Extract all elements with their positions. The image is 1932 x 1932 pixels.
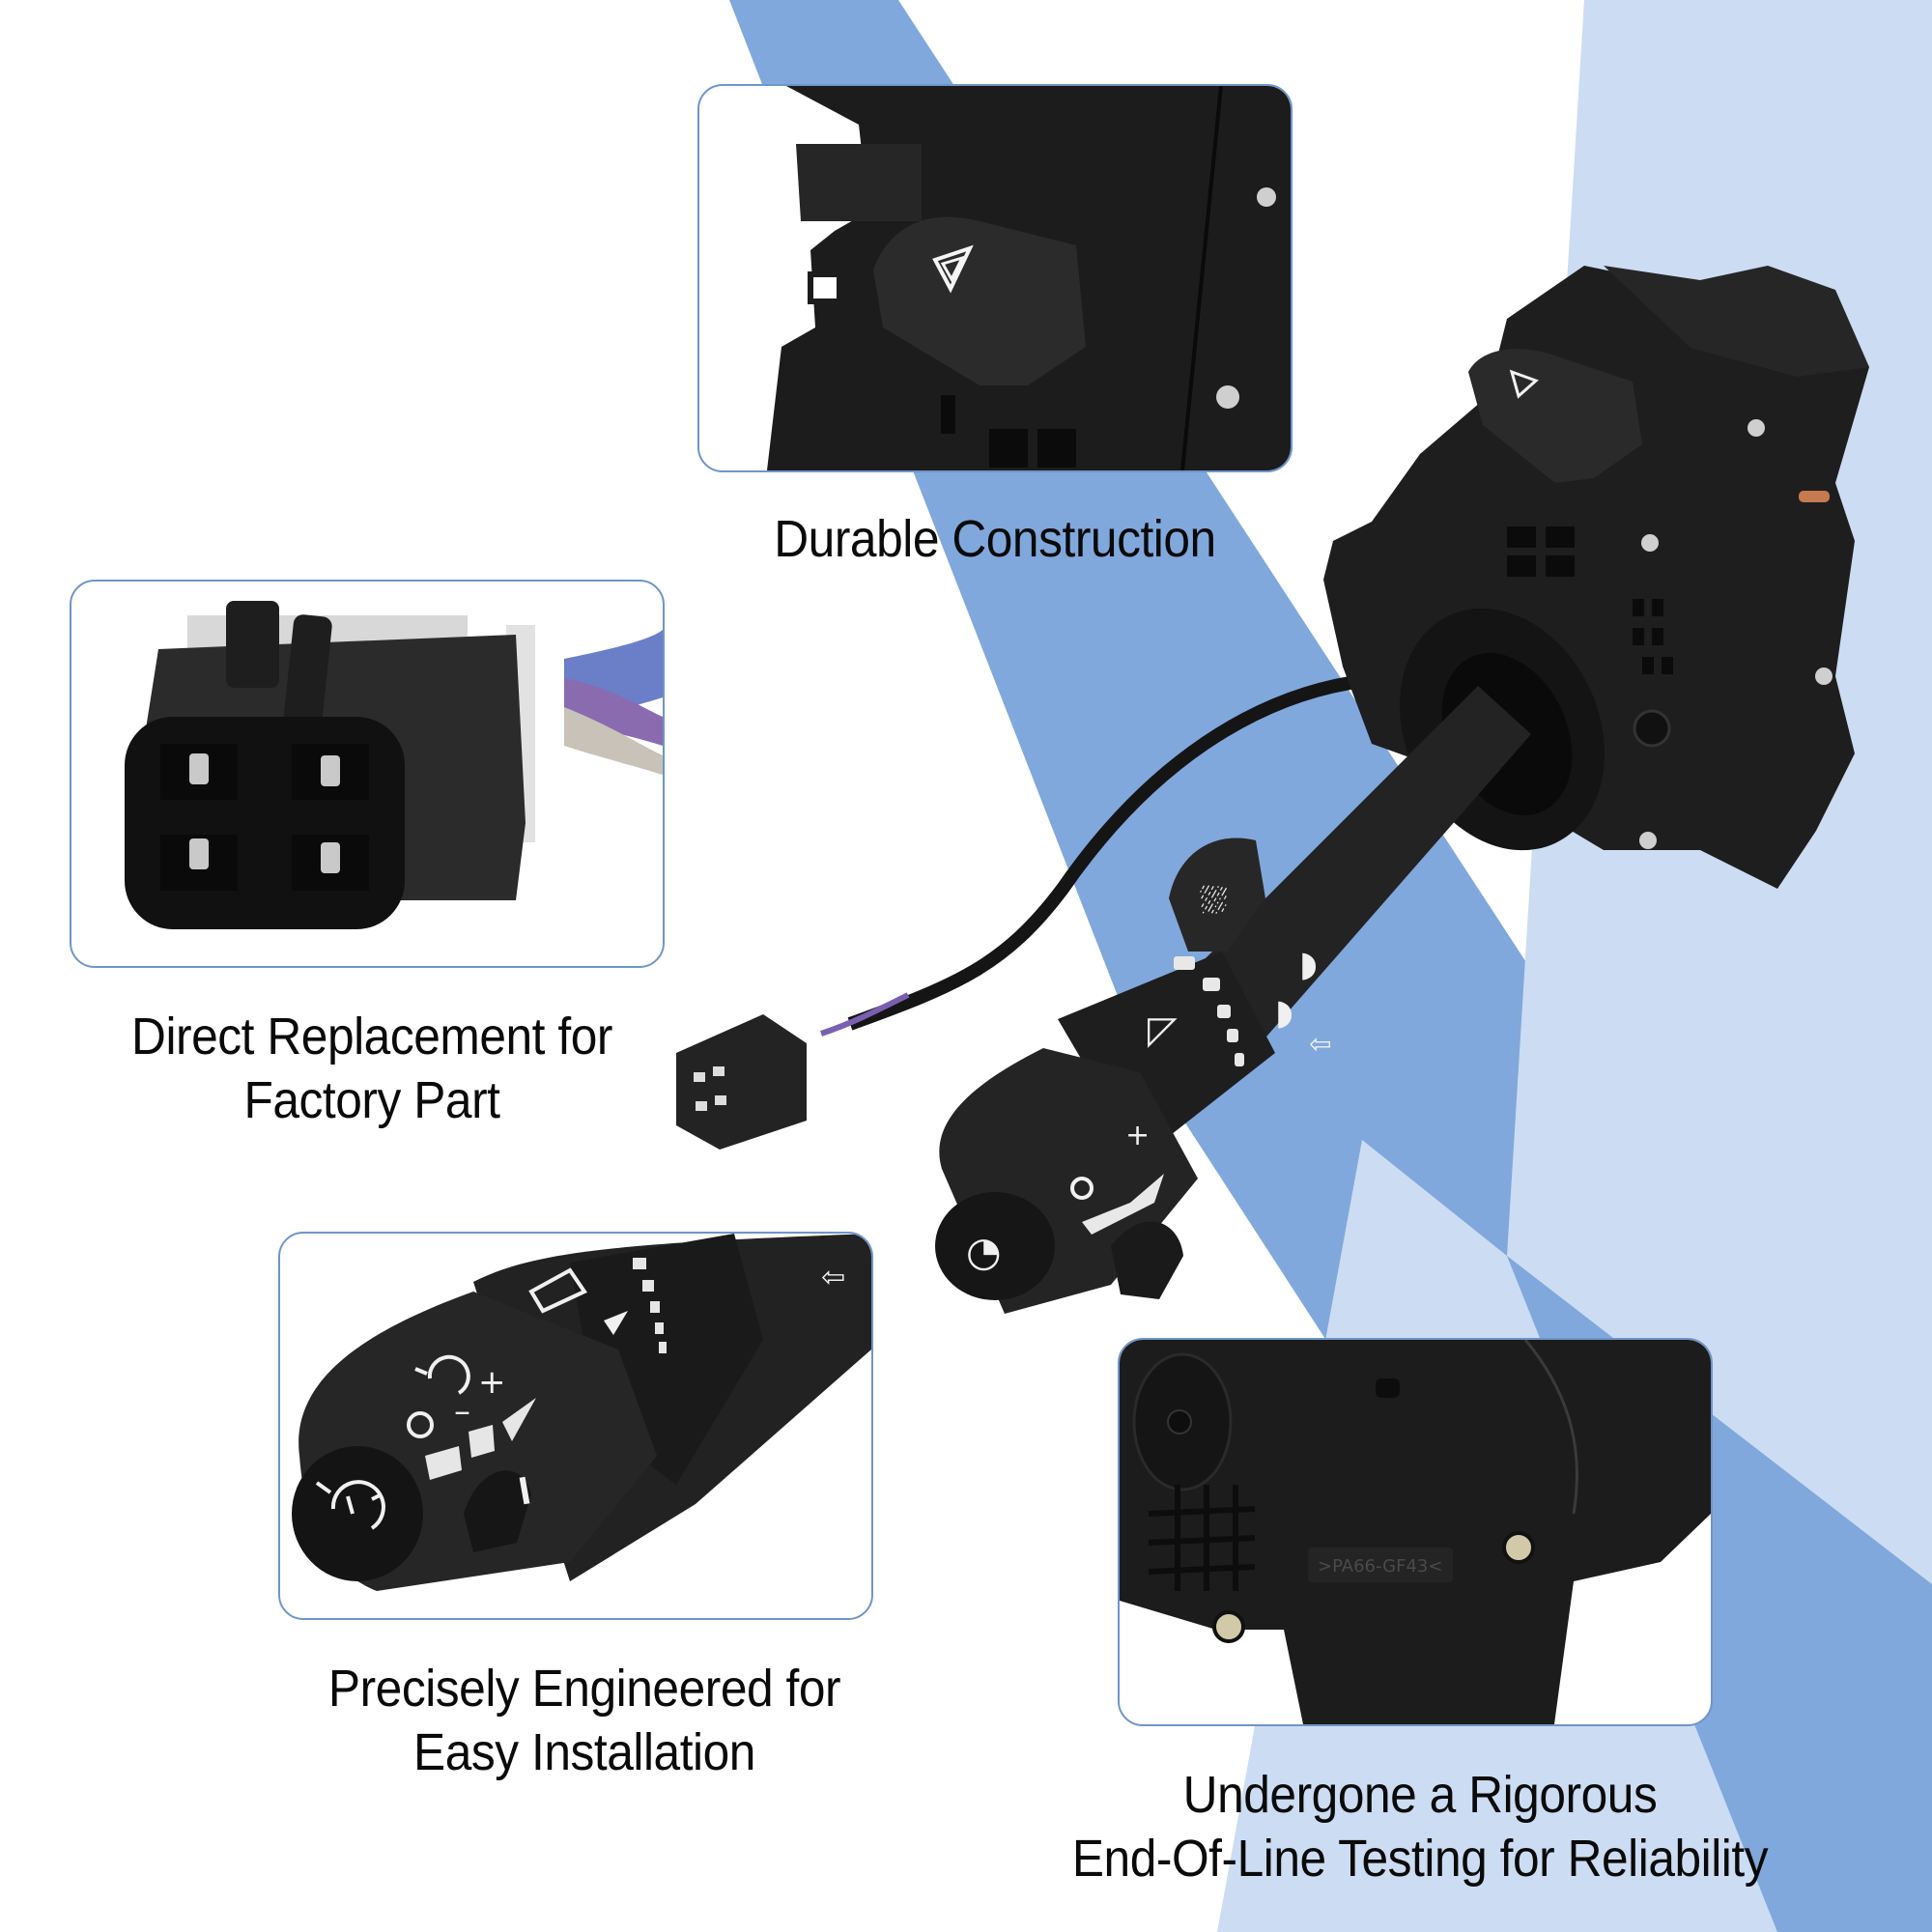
turn-signal-arrows-icon: ⇦ xyxy=(821,1261,845,1294)
housing-screws-closeup: >PA66-GF43< xyxy=(1120,1340,1711,1724)
screw-icon xyxy=(1257,187,1276,207)
screw-icon xyxy=(1502,1531,1535,1564)
cruise-control-knob-closeup: + – ⇦ xyxy=(292,1234,871,1591)
cruise-off-indicator xyxy=(407,1411,434,1438)
cruise-rocker xyxy=(464,1470,531,1552)
callout-reliability: >PA66-GF43< xyxy=(1118,1338,1713,1726)
cruise-plus-label: + xyxy=(478,1363,506,1402)
hazard-switch-closeup xyxy=(767,86,1291,470)
caption-durable-construction: Durable Construction xyxy=(774,510,1216,568)
cruise-set-icon xyxy=(414,1354,470,1395)
screw-icon xyxy=(1216,385,1239,409)
connector-pins xyxy=(160,744,369,891)
cruise-arrow-indicator xyxy=(425,1398,536,1480)
cruise-minus-label: – xyxy=(454,1392,470,1431)
callout-direct-replacement xyxy=(70,580,665,968)
caption-reliability: Undergone a Rigorous End-Of-Line Testing… xyxy=(1071,1766,1769,1888)
part-marking-text: >PA66-GF43< xyxy=(1318,1556,1442,1577)
hazard-triangle-icon xyxy=(932,244,974,294)
caption-direct-replacement: Direct Replacement for Factory Part xyxy=(131,1008,612,1129)
screw-icon xyxy=(1212,1610,1245,1643)
caption-easy-installation: Precisely Engineered for Easy Installati… xyxy=(327,1660,841,1781)
callout-durable-construction xyxy=(697,84,1293,472)
callout-easy-installation: + – ⇦ xyxy=(278,1232,873,1620)
cruise-end-cap xyxy=(292,1446,423,1581)
wiper-icon xyxy=(528,1267,587,1314)
part-marking-label xyxy=(1308,1548,1453,1582)
4-pin-connector-closeup xyxy=(125,601,663,929)
cruise-control-icon xyxy=(315,1480,385,1530)
